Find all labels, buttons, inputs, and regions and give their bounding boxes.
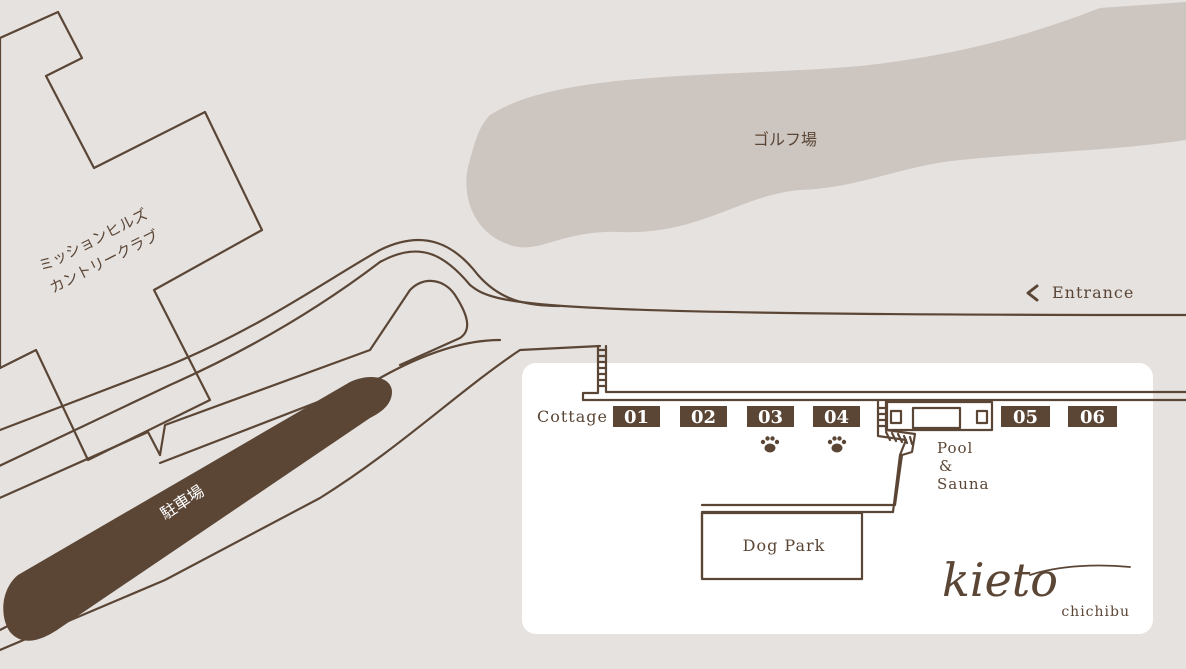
dog-park[interactable]: Dog Park [700,511,864,581]
entrance-marker[interactable]: Entrance [1026,283,1134,302]
cottage-number: 04 [824,407,849,428]
cottage-01[interactable]: 01 [613,406,660,428]
pool-amp: & [939,457,952,475]
resort-access-path [581,344,1186,402]
resort-area [522,363,1153,634]
cottage-number: 01 [624,407,649,428]
clubhouse-building [0,10,264,462]
paw-icon [827,436,847,453]
golf-course-label: ゴルフ場 [753,130,817,149]
road-upper [0,238,1186,499]
brand-logo: kieto chichibu [942,553,1131,620]
pool-sauna-building[interactable] [885,400,994,432]
cottage-04[interactable]: 04 [813,406,860,428]
dog-park-label: Dog Park [743,536,826,555]
pool-label: Pool [937,439,973,457]
cottage-06[interactable]: 06 [1068,406,1117,428]
cottage-02[interactable]: 02 [680,406,727,428]
brand-sub: chichibu [1061,604,1130,620]
sauna-label: Sauna [937,475,989,493]
cottage-number: 06 [1080,407,1105,428]
cottage-label: Cottage [537,407,608,426]
chevron-left-icon [1026,284,1039,302]
clubhouse-label: ミッションヒルズ カントリークラブ [36,205,162,297]
pool-sauna-label: Pool & Sauna [937,439,989,493]
golf-course-area [466,2,1186,248]
cottage-number: 03 [758,407,783,428]
cottage-05[interactable]: 05 [1001,406,1050,428]
parking-lot [3,377,392,641]
brand-logo-script: kieto [942,553,1058,607]
paw-icon [760,436,780,453]
entrance-label: Entrance [1052,283,1134,302]
cottage-03[interactable]: 03 [747,406,794,428]
cottage-number: 05 [1013,407,1038,428]
cottage-number: 02 [691,407,716,428]
